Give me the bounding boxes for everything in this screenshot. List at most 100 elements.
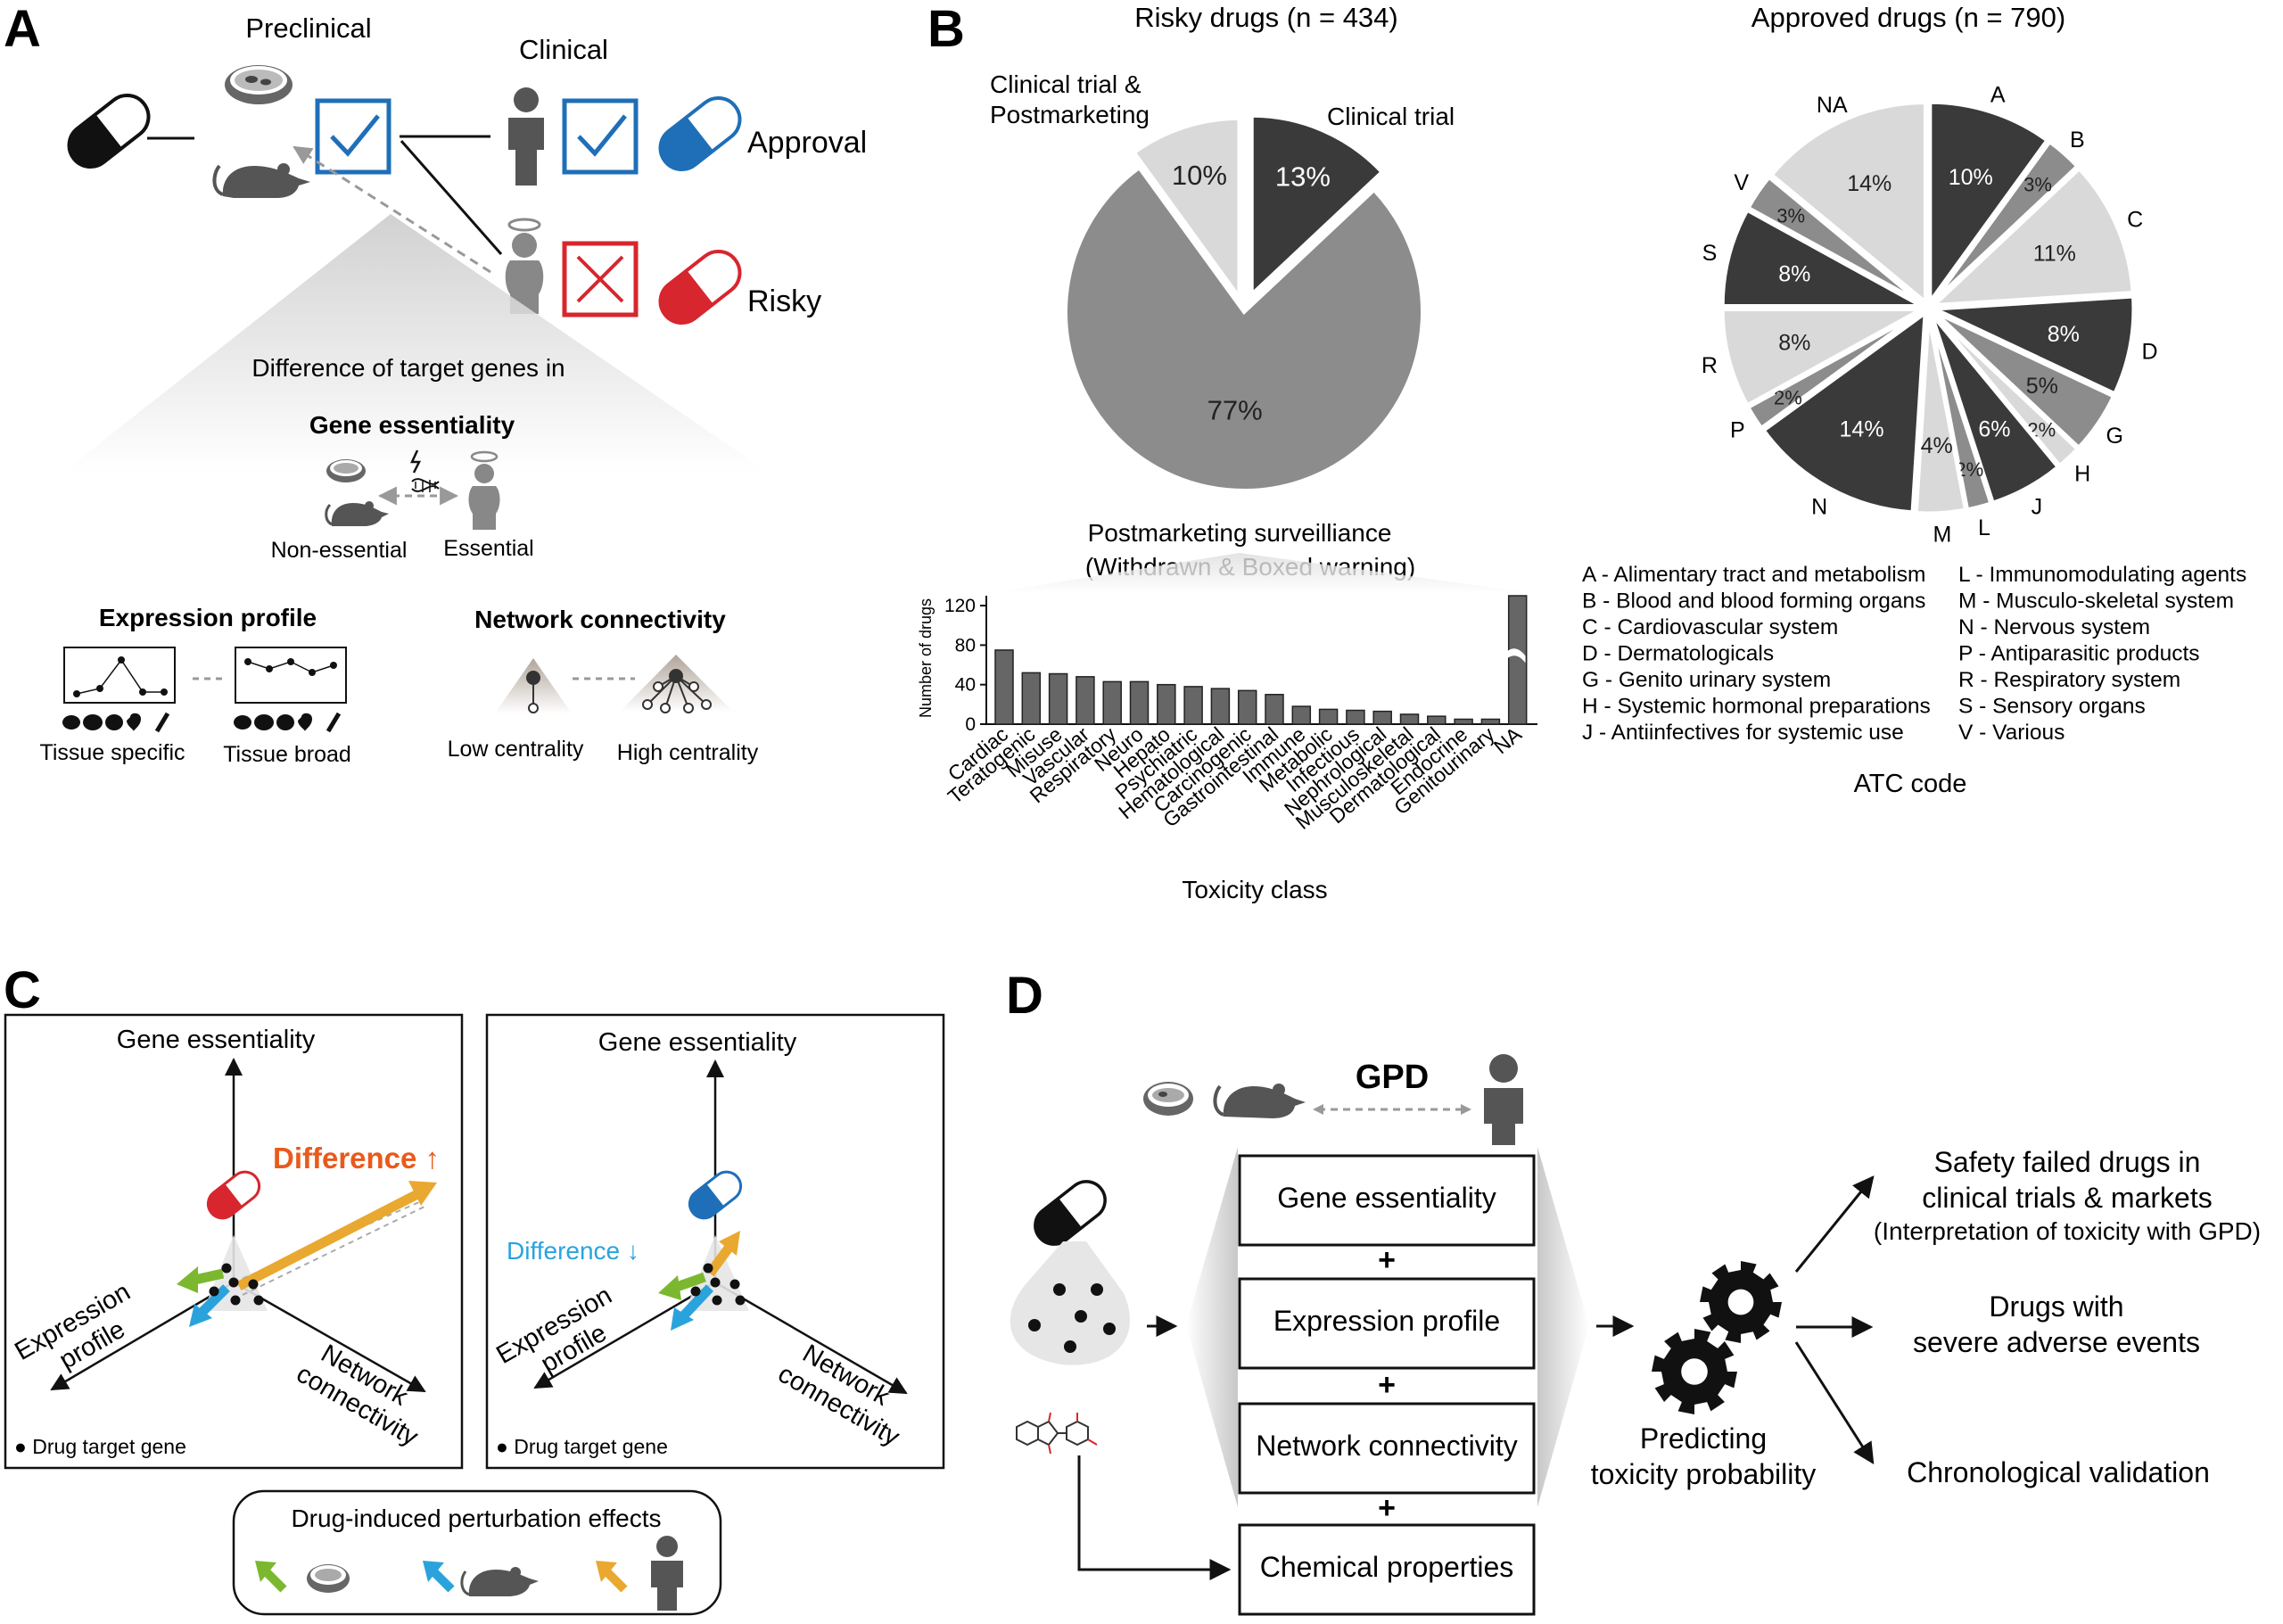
check-icon [330, 114, 380, 157]
pie-slice [1932, 293, 2137, 398]
bar [1291, 705, 1312, 725]
risky-pie-chart: 13%77%10% [1064, 113, 1424, 492]
red-capsule-icon [206, 1170, 261, 1220]
atc-legend-item: H - Systemic hormonal preparations [1582, 695, 1931, 719]
pie-category-label: S [1702, 241, 1718, 266]
axis-break [1505, 648, 1526, 664]
bar [1265, 694, 1284, 725]
atc-legend-item: R - Respiratory system [1958, 668, 2180, 692]
gene-essentiality-box [1238, 1154, 1536, 1247]
pie-slice-label: 3% [2023, 173, 2052, 195]
panel-c: C Gene essentiality Difference ↑ Express… [4, 961, 945, 1616]
pie-category-label: J [2032, 495, 2043, 520]
bar [1076, 676, 1095, 725]
perturbation-legend-box [232, 1489, 722, 1616]
panel-d-letter: D [1006, 967, 1043, 1025]
pie-slice [1719, 306, 1924, 409]
small-mouse-icon [325, 501, 389, 526]
person-icon [1484, 1054, 1523, 1145]
bar-y-tick-label: 0 [965, 714, 976, 735]
label-postmarketing-1: Postmarketing surveilliance [1088, 519, 1392, 547]
bar [1427, 715, 1446, 725]
tissue-specific-plot [63, 647, 176, 704]
feature-hexagon-right [1537, 1147, 1589, 1507]
bar [1237, 689, 1257, 725]
pie-category-label: D [2141, 339, 2157, 364]
difference-label: Difference of target genes in [251, 354, 565, 382]
panel-a: A Preclinical [4, 0, 867, 767]
gene-essentiality-box-label: Gene essentiality [1277, 1182, 1496, 1214]
black-capsule-icon [67, 93, 151, 169]
expression-profile-box [1238, 1277, 1536, 1370]
pie-category-label: L [1978, 515, 1990, 540]
blue-arrow-icon [423, 1561, 455, 1593]
plus-sign: + [1378, 1491, 1396, 1525]
low-centrality-label: Low centrality [448, 737, 584, 762]
gene-essentiality-axis-label: Gene essentiality [117, 1026, 316, 1054]
risky-pie-title: Risky drugs (n = 434) [1134, 2, 1397, 33]
clinical-label: Clinical [519, 34, 608, 65]
blue-capsule-icon [688, 1170, 743, 1220]
pie-category-label: N [1811, 495, 1827, 520]
pie-category-label: H [2074, 461, 2090, 486]
bar [1210, 688, 1231, 725]
mouse-icon [460, 1567, 539, 1596]
pie-category-label: G [2106, 424, 2123, 449]
low-centrality-network [495, 658, 572, 713]
output-1-line-2: clinical trials & markets [1922, 1182, 2212, 1214]
toxicity-bar-chart: 04080120CardiacTeratogenicMisuseVascular… [944, 595, 1537, 834]
pie-category-label: C [2127, 208, 2143, 233]
panel-d: D GPD [1006, 967, 2261, 1616]
atc-legend-item: D - Dermatologicals [1582, 642, 1774, 666]
blue-capsule-icon [658, 95, 742, 172]
output-2-line-2: severe adverse events [1913, 1326, 2200, 1358]
pie-slice-label: 13% [1275, 161, 1331, 193]
bar [1157, 683, 1176, 725]
pie-slice-label: 8% [1778, 330, 1810, 355]
bar [1372, 710, 1392, 725]
pie-slice-label: 4% [1921, 433, 1953, 458]
output-1-line-1: Safety failed drugs in [1934, 1146, 2201, 1178]
clinical-check-box [562, 98, 639, 175]
gpd-label: GPD [1356, 1059, 1429, 1096]
chemical-arrow [1077, 1455, 1232, 1580]
gear-icon-hole [1727, 1289, 1754, 1315]
red-capsule-icon [658, 249, 742, 326]
atc-legend-item: V - Various [1958, 721, 2065, 745]
bar [1021, 672, 1042, 725]
atc-legend-item: N - Nervous system [1958, 615, 2150, 639]
panel-b: B Risky drugs (n = 434) Approved drugs (… [917, 0, 2246, 903]
difference-down-label: Difference ↓ [507, 1237, 639, 1265]
pie-slice-label: 5% [2026, 374, 2058, 399]
label-ct-pm-1: Clinical trial & [990, 70, 1142, 98]
predicting-label-2: toxicity probability [1591, 1458, 1817, 1490]
high-centrality-label: High centrality [617, 740, 759, 765]
atc-legend-item: S - Sensory organs [1958, 695, 2146, 719]
bar [1399, 713, 1420, 725]
label-clinical-trial: Clinical trial [1327, 103, 1455, 130]
bar [1346, 709, 1365, 725]
network-connectivity-box [1238, 1402, 1536, 1495]
organ-icons [234, 712, 342, 733]
expression-profile-box-label: Expression profile [1273, 1305, 1500, 1337]
tissue-specific-label: Tissue specific [39, 740, 185, 765]
small-petri-dish-icon [326, 459, 366, 482]
pie-slice [1768, 100, 1928, 308]
pie-slice-label: 77% [1207, 395, 1263, 426]
drug-target-legend: ● Drug target gene [14, 1435, 186, 1458]
pie-category-label: NA [1817, 93, 1848, 118]
bar [1048, 672, 1068, 725]
petri-dish-icon [225, 65, 293, 104]
pie-category-label: B [2070, 128, 2085, 153]
bar-y-tick-label: 80 [955, 635, 976, 655]
pie-slice-label: 11% [2033, 242, 2076, 267]
pie-slice [1913, 312, 1969, 516]
output-1-line-3: (Interpretation of toxicity with GPD) [1874, 1217, 2261, 1245]
pie-slice [1719, 206, 1924, 309]
pie-slice-label: 14% [1840, 416, 1884, 441]
label-ct-pm-2: Postmarketing [990, 101, 1150, 128]
pie-slice-label: 8% [1778, 262, 1810, 287]
risky-label: Risky [747, 284, 821, 318]
pie-slice [1249, 113, 1385, 299]
pie-category-label: P [1730, 418, 1745, 443]
